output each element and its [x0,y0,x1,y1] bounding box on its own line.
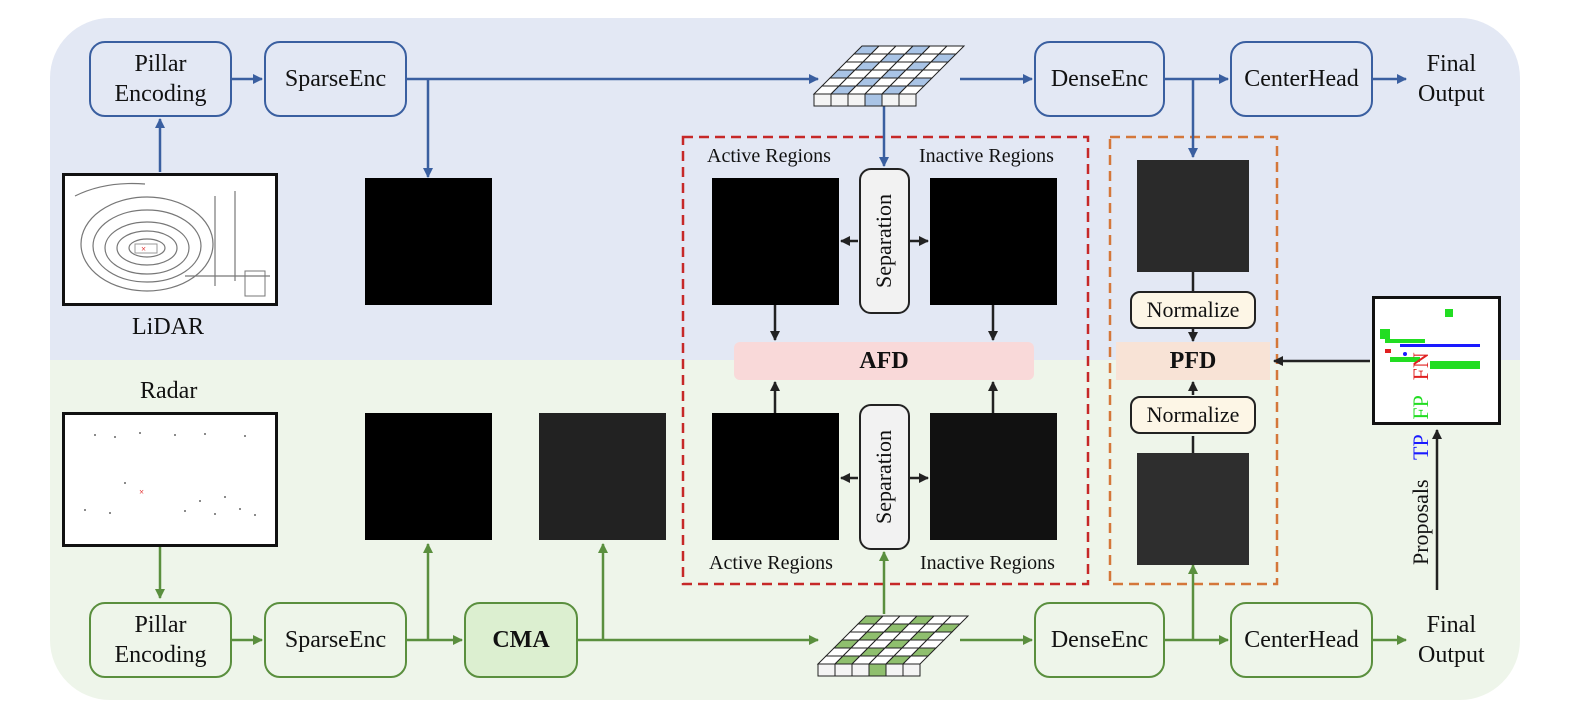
svg-text:×: × [139,487,144,497]
lidar-inactive-regions-map [930,178,1057,305]
proposals-image [1372,296,1501,425]
svg-text:×: × [141,244,146,254]
active-regions-bottom-label: Active Regions [709,552,833,574]
separation-box-bottom: Separation [859,404,910,550]
radar-sparseenc-box: SparseEnc [264,602,407,678]
grid-front-cell [813,93,832,107]
afd-bar: AFD [734,342,1034,380]
normalize-box-bottom: Normalize [1130,396,1256,434]
tp-label: TP [1408,435,1433,460]
pfd-bar: PFD [1116,342,1270,380]
grid-front-cell [830,93,849,107]
radar-active-regions-map [712,413,839,540]
radar-final-output-label: Final Output [1418,612,1485,668]
separation-box-top: Separation [859,168,910,314]
lidar-denseenc-box: DenseEnc [1034,41,1165,117]
cma-feature-map [539,413,666,540]
lidar-pointcloud-image: × [62,173,278,306]
grid-front-cell [868,663,887,677]
grid-front-cell [851,663,870,677]
grid-front-cell [885,663,904,677]
grid-front-cell [898,93,917,107]
radar-inactive-regions-map [930,413,1057,540]
cma-box: CMA [464,602,578,678]
fp-label: FP [1408,395,1433,420]
lidar-sparseenc-box: SparseEnc [264,41,407,117]
radar-centerhead-box: CenterHead [1230,602,1373,678]
normalize-box-top: Normalize [1130,291,1256,329]
radar-input-label: Radar [140,378,198,404]
grid-front-cell [817,663,836,677]
lidar-arrows [155,74,1407,178]
active-regions-top-label: Active Regions [707,145,831,167]
lidar-sparse-feature-map [365,178,492,305]
radar-pointcloud-image: × [62,412,278,547]
inactive-regions-bottom-label: Inactive Regions [920,552,1055,574]
inactive-regions-top-label: Inactive Regions [919,145,1054,167]
radar-pillar-encoding-box: Pillar Encoding [89,602,232,678]
radar-denseenc-box: DenseEnc [1034,602,1165,678]
radar-dense-feature-map [1137,453,1249,565]
grid-front-cell [834,663,853,677]
proposals-label: Proposals TP FP FN [1408,352,1433,565]
fn-label: FN [1408,352,1433,381]
lidar-final-output-label: Final Output [1418,51,1485,107]
grid-front-cell [881,93,900,107]
afd-dashed-region [681,135,1090,586]
lidar-dense-feature-map [1137,160,1249,272]
lidar-input-label: LiDAR [132,314,204,340]
distillation-arrows [770,236,1442,590]
grid-front-cell [902,663,921,677]
lidar-active-regions-map [712,178,839,305]
radar-sparse-feature-map [365,413,492,540]
grid-front-cell [864,93,883,107]
grid-front-cell [847,93,866,107]
bev-grid-icon [816,615,970,677]
lidar-centerhead-box: CenterHead [1230,41,1373,117]
bev-grid-icon [812,45,966,107]
radar-arrows [155,543,1407,645]
lidar-pillar-encoding-box: Pillar Encoding [89,41,232,117]
